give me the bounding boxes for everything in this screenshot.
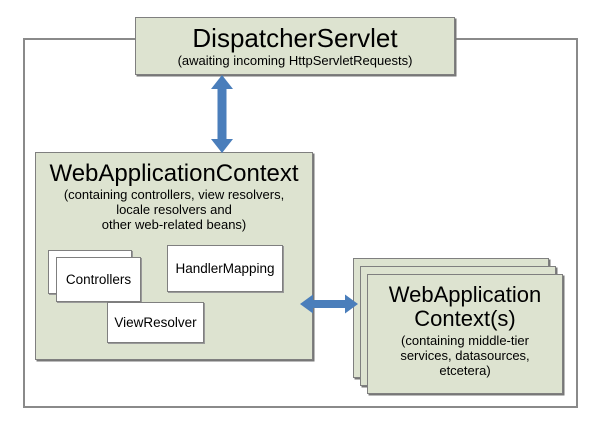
subtitle-line: etcetera)	[439, 363, 491, 378]
title-line: Context(s)	[414, 306, 516, 331]
subtitle-line: other web-related beans)	[101, 217, 247, 232]
controllers-box: Controllers	[56, 257, 141, 302]
controllers-label: Controllers	[65, 271, 132, 287]
dispatcher-servlet-title: DispatcherServlet	[192, 23, 398, 53]
view-resolver-label: ViewResolver	[114, 314, 197, 330]
handler-mapping-box: HandlerMapping	[167, 245, 283, 292]
middle-tier-context-box: WebApplication Context(s) (containing mi…	[367, 274, 563, 394]
vertical-double-arrow-icon	[211, 75, 233, 153]
dispatcher-servlet-box: DispatcherServlet (awaiting incoming Htt…	[135, 17, 455, 75]
middle-tier-context-title: WebApplication Context(s)	[368, 283, 562, 331]
horizontal-double-arrow-icon	[300, 294, 358, 314]
subtitle-line: (containing middle-tier	[401, 333, 529, 348]
web-application-context-title: WebApplicationContext	[49, 160, 299, 187]
subtitle-line: locale resolvers and	[116, 202, 232, 217]
web-application-context-subtitle: (containing controllers, view resolvers,…	[36, 187, 312, 232]
handler-mapping-label: HandlerMapping	[175, 260, 275, 276]
view-resolver-box: ViewResolver	[107, 302, 204, 343]
subtitle-line: services, datasources,	[400, 348, 530, 363]
subtitle-line: (containing controllers, view resolvers,	[63, 187, 285, 202]
title-line: WebApplication	[388, 282, 542, 307]
dispatcher-servlet-subtitle: (awaiting incoming HttpServletRequests)	[177, 53, 413, 68]
middle-tier-context-subtitle: (containing middle-tier services, dataso…	[368, 333, 562, 378]
